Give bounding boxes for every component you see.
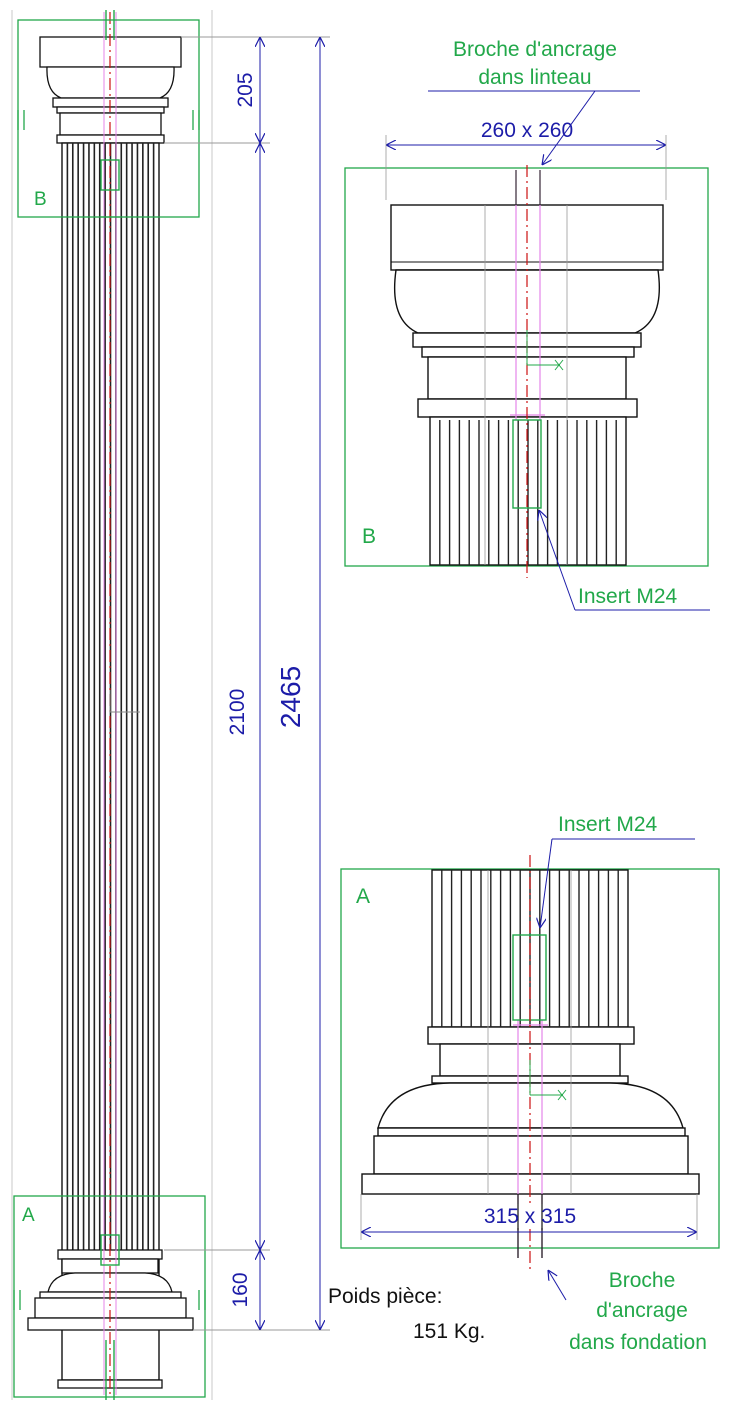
dim-160: 160	[229, 1272, 252, 1307]
detail-a-callout-line1: Broche	[609, 1269, 676, 1292]
detail-b-callout-line1: Broche d'ancrage	[453, 38, 617, 61]
weight-label: Poids pièce:	[328, 1285, 442, 1308]
detail-b-insert: Insert M24	[578, 585, 678, 608]
vertical-dimensions	[164, 36, 330, 1331]
detail-a-callout-line2: d'ancrage	[596, 1299, 688, 1322]
detail-b-callout-line2: dans linteau	[478, 66, 591, 89]
detail-b-zone: B	[362, 525, 376, 548]
zone-label-a: A	[22, 1205, 35, 1226]
dim-2465: 2465	[275, 666, 306, 728]
dim-2100: 2100	[226, 689, 249, 736]
detail-a-zone: A	[356, 885, 370, 908]
zone-label-b: B	[34, 189, 47, 210]
detail-b: 260 x 260 Broche d'ancrage dans linteau …	[344, 38, 710, 611]
detail-a-dimension: 315 x 315	[484, 1205, 576, 1228]
pin-ends	[100, 10, 120, 1400]
detail-a-frame	[340, 868, 720, 1249]
column-elevation	[11, 10, 213, 1400]
detail-a-insert: Insert M24	[558, 813, 658, 836]
detail-b-dimension: 260 x 260	[481, 119, 573, 142]
mid-marker	[109, 690, 140, 713]
detail-window-b-left	[17, 19, 200, 218]
weight-value: 151 Kg.	[413, 1320, 485, 1343]
detail-window-a-left	[13, 1195, 206, 1398]
dim-205: 205	[234, 72, 257, 107]
detail-a: Insert M24 A 315 x 315 Broche d'ancrage …	[340, 813, 720, 1354]
detail-a-callout-line3: dans fondation	[569, 1331, 707, 1354]
